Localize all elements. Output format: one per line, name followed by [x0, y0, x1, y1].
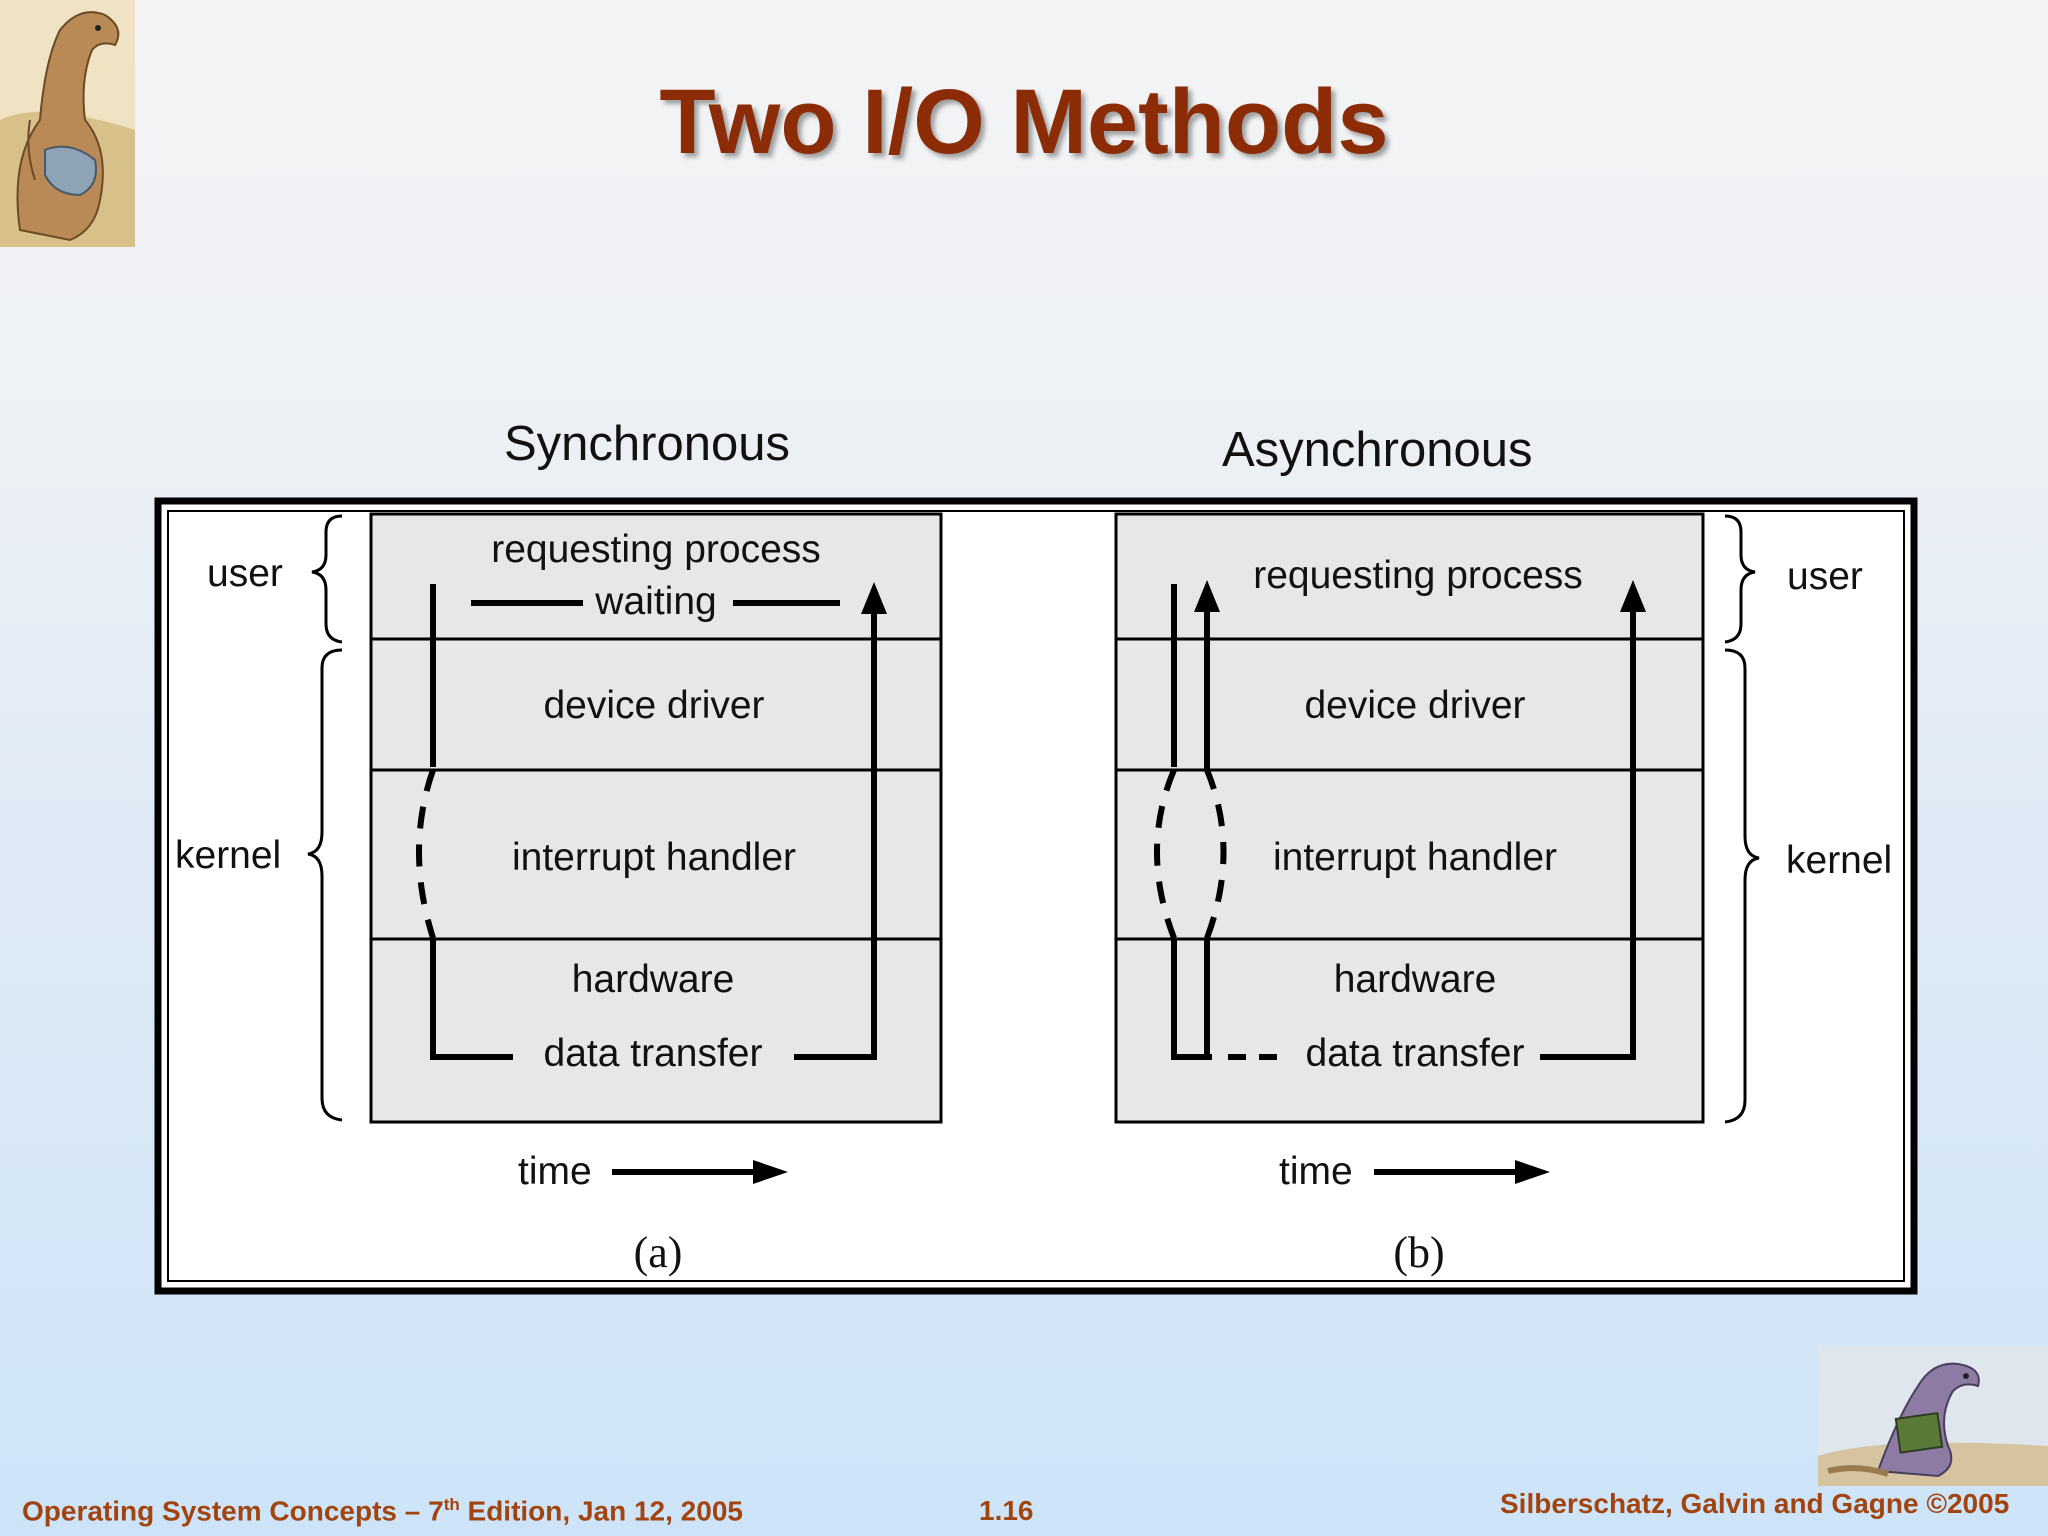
async-layer-data-transfer: data transfer: [1306, 1032, 1525, 1075]
async-panel: requesting process device driver interru…: [1114, 512, 1892, 1277]
sync-panel: requesting process waiting device driver…: [175, 512, 943, 1277]
async-box: [1114, 512, 1705, 1124]
async-layer-hardware: hardware: [1334, 958, 1497, 1001]
sync-layer-device-driver: device driver: [543, 684, 764, 727]
sync-time-arrowhead: [753, 1160, 788, 1184]
async-layer-interrupt-handler: interrupt handler: [1273, 836, 1557, 879]
dinosaur-reading-illustration: [0, 0, 135, 247]
sync-panel-label: (a): [634, 1228, 683, 1277]
footer-left-text: Operating System Concepts – 7: [22, 1495, 444, 1527]
async-immediate-return-arrowhead: [1194, 580, 1220, 612]
dinosaur-laptop-illustration: [1818, 1346, 2048, 1486]
async-kernel-label: kernel: [1786, 839, 1892, 882]
async-user-brace: [1724, 514, 1756, 644]
async-time-label: time: [1279, 1150, 1353, 1193]
async-user-label: user: [1787, 555, 1863, 598]
sync-user-label: user: [207, 552, 283, 595]
async-layer-requesting-process: requesting process: [1253, 554, 1583, 597]
async-completion-arrowhead: [1620, 580, 1646, 612]
sync-layer-interrupt-handler: interrupt handler: [512, 836, 796, 879]
async-kernel-brace: [1724, 648, 1760, 1124]
footer-slide-number: 1.16: [979, 1495, 1034, 1526]
sync-layer-data-transfer: data transfer: [544, 1032, 763, 1075]
footer-left-superscript: th: [443, 1495, 460, 1514]
async-layer-device-driver: device driver: [1304, 684, 1525, 727]
sync-box: [369, 512, 943, 1124]
footer-book-title: Operating System Concepts – 7th Edition,…: [22, 1495, 743, 1527]
sync-layer-hardware: hardware: [572, 958, 735, 1001]
synchronous-caption: Synchronous: [504, 417, 791, 471]
slide-title: Two I/O Methods: [659, 71, 1389, 173]
sync-return-arrowhead: [861, 582, 887, 614]
footer-authors: Silberschatz, Galvin and Gagne ©2005: [1500, 1488, 2010, 1519]
async-time-arrowhead: [1515, 1160, 1550, 1184]
sync-kernel-label: kernel: [175, 834, 281, 877]
sync-layer-requesting-process: requesting process: [491, 528, 821, 571]
async-panel-label: (b): [1393, 1228, 1444, 1277]
asynchronous-caption: Asynchronous: [1222, 423, 1533, 477]
sync-layer-waiting: waiting: [594, 580, 716, 623]
sync-time-label: time: [518, 1150, 592, 1193]
sync-kernel-brace: [307, 648, 343, 1122]
sync-user-brace: [311, 514, 343, 644]
footer-left-rest: Edition, Jan 12, 2005: [459, 1495, 743, 1527]
